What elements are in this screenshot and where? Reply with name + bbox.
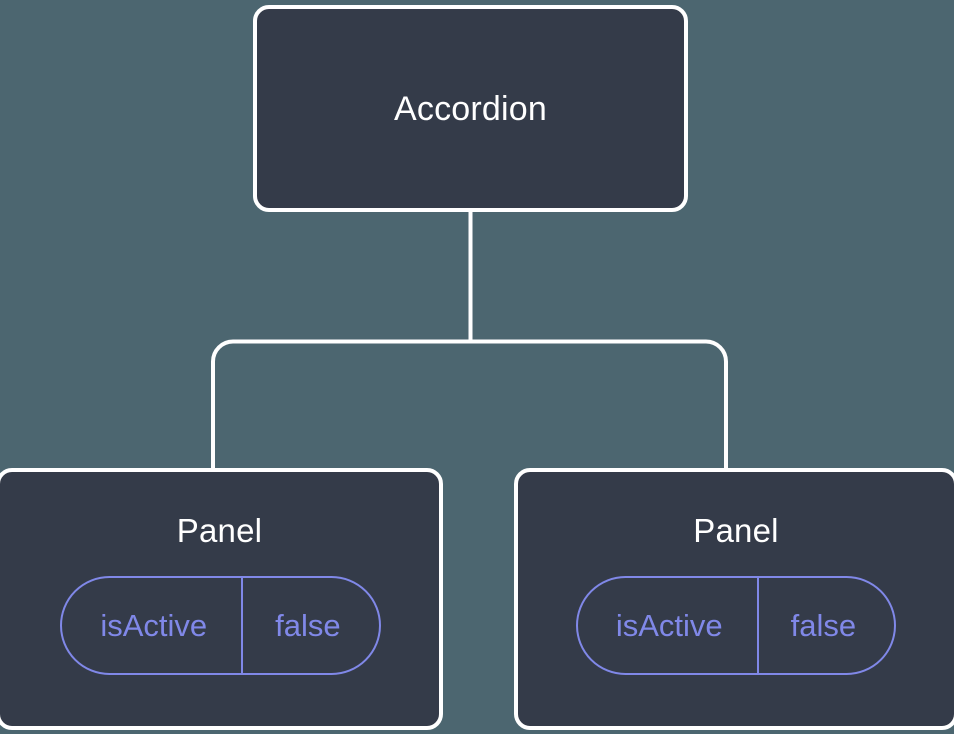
node-panel-1-title: Panel [176, 512, 263, 549]
prop-value-1: false [241, 578, 378, 673]
prop-pill-2[interactable]: isActive false [575, 576, 897, 675]
prop-key-1: isActive [100, 608, 208, 643]
connector-branch-left [211, 339, 471, 470]
prop-key-2: isActive [615, 608, 723, 643]
node-panel-2[interactable]: Panel isActive false [514, 468, 954, 730]
node-panel-2-title: Panel [693, 512, 779, 549]
prop-pill-1[interactable]: isActive false [60, 576, 381, 675]
node-accordion[interactable]: Accordion [253, 5, 688, 212]
connector-branch-right [470, 339, 728, 470]
prop-value-2: false [756, 578, 894, 673]
node-panel-1[interactable]: Panel isActive false [0, 468, 443, 730]
node-accordion-title: Accordion [394, 89, 547, 128]
